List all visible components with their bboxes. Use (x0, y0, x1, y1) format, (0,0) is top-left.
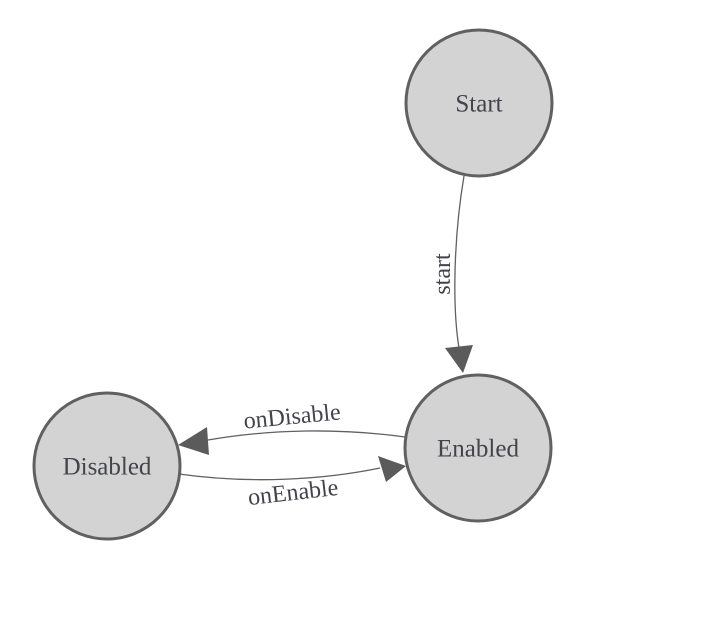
enabled-node-circle[interactable] (403, 373, 553, 523)
edge-start-to-enabled: start (430, 175, 473, 373)
edge-line-onenable (178, 467, 381, 481)
edge-enabled-to-disabled: onDisable (178, 399, 406, 455)
state-node-enabled[interactable]: Enabled (403, 373, 553, 523)
edge-label-start: start (430, 253, 456, 295)
edge-disabled-to-enabled: onEnable (178, 456, 406, 511)
edge-line-start (454, 175, 465, 349)
edge-label-onenable: onEnable (247, 475, 340, 511)
arrowhead-into-enabled-top (445, 345, 473, 373)
edge-label-ondisable: onDisable (242, 399, 341, 434)
state-node-start[interactable]: Start (404, 28, 554, 178)
state-node-disabled[interactable]: Disabled (32, 391, 182, 541)
enabled-node-label: Enabled (437, 436, 519, 463)
start-node-circle[interactable] (404, 28, 554, 178)
arrowhead-into-enabled-left (378, 456, 406, 482)
disabled-node-label: Disabled (63, 454, 152, 481)
start-node-label: Start (455, 91, 502, 118)
edge-line-ondisable (207, 430, 406, 441)
arrowhead-into-disabled (178, 427, 209, 455)
disabled-node-circle[interactable] (32, 391, 182, 541)
